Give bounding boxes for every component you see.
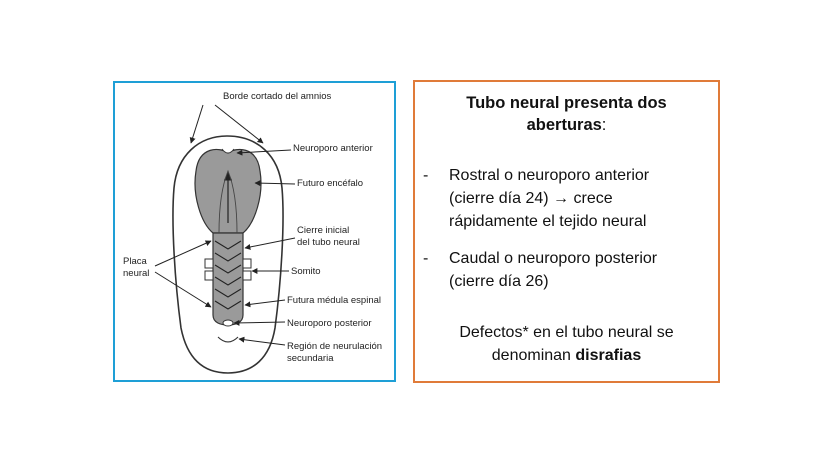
defects-note-bold: disrafias (575, 347, 642, 364)
label-neural-plate-1: Placa (123, 256, 147, 267)
bullet-dash: - (423, 167, 429, 184)
info-title: Tubo neural presenta dos aberturas: (425, 92, 708, 136)
info-title-colon: : (601, 116, 607, 134)
label-initial-closure-2: del tubo neural (297, 237, 360, 248)
label-posterior-neuropore: Neuroporo posterior (287, 318, 372, 329)
somites (204, 258, 252, 281)
defects-note-line1: Defectos* en el tubo neural se (459, 324, 674, 341)
bullet-caudal-line2: (cierre día 26) (449, 273, 549, 290)
neural-fold-closures (214, 240, 242, 310)
label-initial-closure-1: Cierre inicial (297, 225, 349, 236)
bullet-rostral-line2b: crece (569, 190, 613, 207)
info-title-line1: Tubo neural presenta dos (466, 94, 667, 112)
arrow-right-icon: → (553, 190, 570, 207)
posterior-neuropore (222, 319, 234, 327)
label-anterior-neuropore: Neuroporo anterior (293, 143, 373, 154)
label-future-spinal-cord: Futura médula espinal (287, 295, 381, 306)
label-somite: Somito (291, 266, 321, 277)
bullet-rostral-line3: rápidamente el tejido neural (449, 213, 647, 230)
info-panel: Tubo neural presenta dos aberturas: - Ro… (413, 80, 720, 383)
anterior-neuropore-notch (221, 148, 235, 154)
label-future-brain: Futuro encéfalo (297, 178, 363, 189)
info-title-line2: aberturas (526, 116, 602, 134)
embryo-diagram-panel: Borde cortado del amnios Neuroporo anter… (113, 81, 396, 382)
label-amnion-edge: Borde cortado del amnios (223, 91, 332, 102)
bullet-caudal-line1: Caudal o neuroporo posterior (449, 250, 658, 267)
defects-note-line2a: denominan (491, 347, 576, 364)
bullet-rostral-line2a: (cierre día 24) (449, 190, 554, 207)
defects-note: Defectos* en el tubo neural se denominan… (425, 321, 708, 367)
secondary-neurulation-region (217, 336, 239, 343)
embryo-diagram: Borde cortado del amnios Neuroporo anter… (123, 91, 382, 374)
label-secondary-neurulation-1: Región de neurulación (287, 341, 382, 352)
bullet-rostral-line1: Rostral o neuroporo anterior (449, 167, 650, 184)
label-neural-plate-2: neural (123, 268, 149, 279)
bullet-dash: - (423, 250, 429, 267)
label-secondary-neurulation-2: secundaria (287, 353, 334, 364)
amnion-outline (172, 135, 284, 374)
